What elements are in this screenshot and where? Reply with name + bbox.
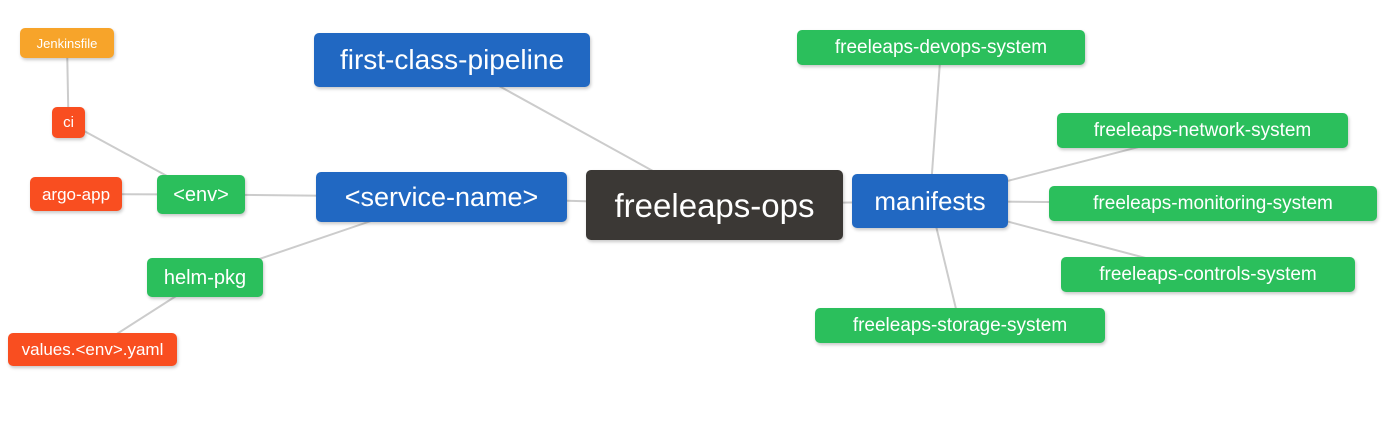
node-first-class-pipeline[interactable]: first-class-pipeline xyxy=(314,33,590,87)
node-jenkinsfile[interactable]: Jenkinsfile xyxy=(20,28,114,58)
node-freeleaps-network-system[interactable]: freeleaps-network-system xyxy=(1057,113,1348,148)
node-env[interactable]: <env> xyxy=(157,175,245,214)
node-service-name[interactable]: <service-name> xyxy=(316,172,567,222)
node-values-env-yaml[interactable]: values.<env>.yaml xyxy=(8,333,177,366)
node-freeleaps-controls-system[interactable]: freeleaps-controls-system xyxy=(1061,257,1355,292)
node-freeleaps-ops[interactable]: freeleaps-ops xyxy=(586,170,843,240)
node-ci[interactable]: ci xyxy=(52,107,85,138)
node-freeleaps-devops-system[interactable]: freeleaps-devops-system xyxy=(797,30,1085,65)
node-helm-pkg[interactable]: helm-pkg xyxy=(147,258,263,297)
node-argo-app[interactable]: argo-app xyxy=(30,177,122,211)
node-manifests[interactable]: manifests xyxy=(852,174,1008,228)
node-freeleaps-storage-system[interactable]: freeleaps-storage-system xyxy=(815,308,1105,343)
node-freeleaps-monitoring-system[interactable]: freeleaps-monitoring-system xyxy=(1049,186,1377,221)
